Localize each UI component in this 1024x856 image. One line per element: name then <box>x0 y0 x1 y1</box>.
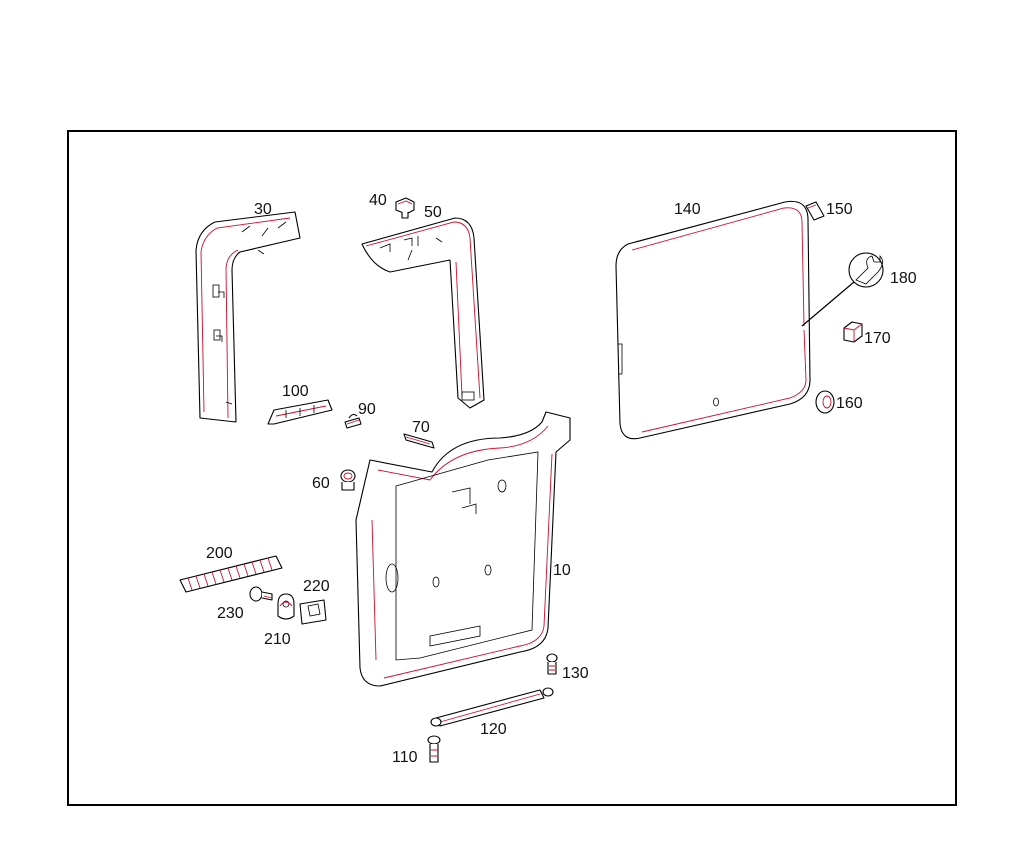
callout-60: 60 <box>312 475 330 492</box>
part-220-nut[interactable] <box>299 599 327 625</box>
part-120-gas-strut[interactable] <box>430 687 554 727</box>
part-100-handle-bar[interactable] <box>267 399 333 425</box>
callout-150: 150 <box>826 201 853 218</box>
wrench-icon <box>848 252 884 288</box>
callout-10: 10 <box>553 562 571 579</box>
part-30-left-trim[interactable] <box>195 211 301 423</box>
part-130-ball-stud[interactable] <box>546 653 558 675</box>
callout-200: 200 <box>206 545 233 562</box>
callout-160: 160 <box>836 395 863 412</box>
callout-110: 110 <box>392 749 418 766</box>
callout-210: 210 <box>264 631 291 648</box>
part-90-screw[interactable] <box>344 413 362 429</box>
diagram-frame <box>67 130 957 806</box>
part-40-clip[interactable] <box>395 197 415 219</box>
part-200-spring[interactable] <box>179 555 283 593</box>
callout-labels: 30 40 50 100 90 70 60 10 140 150 180 170… <box>206 192 917 766</box>
callout-90: 90 <box>358 401 376 418</box>
callout-130: 130 <box>562 665 589 682</box>
part-110-ball-stud[interactable] <box>427 735 441 763</box>
part-160-grommet[interactable] <box>815 390 835 414</box>
callout-50: 50 <box>424 204 442 221</box>
callout-40: 40 <box>369 192 387 209</box>
part-230-screw[interactable] <box>249 586 273 602</box>
part-10-door-panel[interactable] <box>355 411 571 687</box>
callout-70: 70 <box>412 419 430 436</box>
part-150-clip[interactable] <box>805 201 825 221</box>
part-70-pin[interactable] <box>403 433 435 449</box>
part-140-glass[interactable] <box>615 200 811 440</box>
leader-lines <box>801 281 855 327</box>
part-50-right-trim[interactable] <box>361 217 485 409</box>
callout-140: 140 <box>674 201 701 218</box>
part-170-block[interactable] <box>843 321 863 343</box>
part-60-grommet[interactable] <box>340 469 356 491</box>
callout-230: 230 <box>217 605 244 622</box>
callout-220: 220 <box>303 578 330 595</box>
leader-180 <box>801 281 855 327</box>
callout-170: 170 <box>864 330 891 347</box>
callout-180: 180 <box>890 270 917 287</box>
part-210-bracket[interactable] <box>277 593 295 620</box>
callout-120: 120 <box>480 721 507 738</box>
callout-100: 100 <box>282 383 309 400</box>
callout-30: 30 <box>254 201 272 218</box>
